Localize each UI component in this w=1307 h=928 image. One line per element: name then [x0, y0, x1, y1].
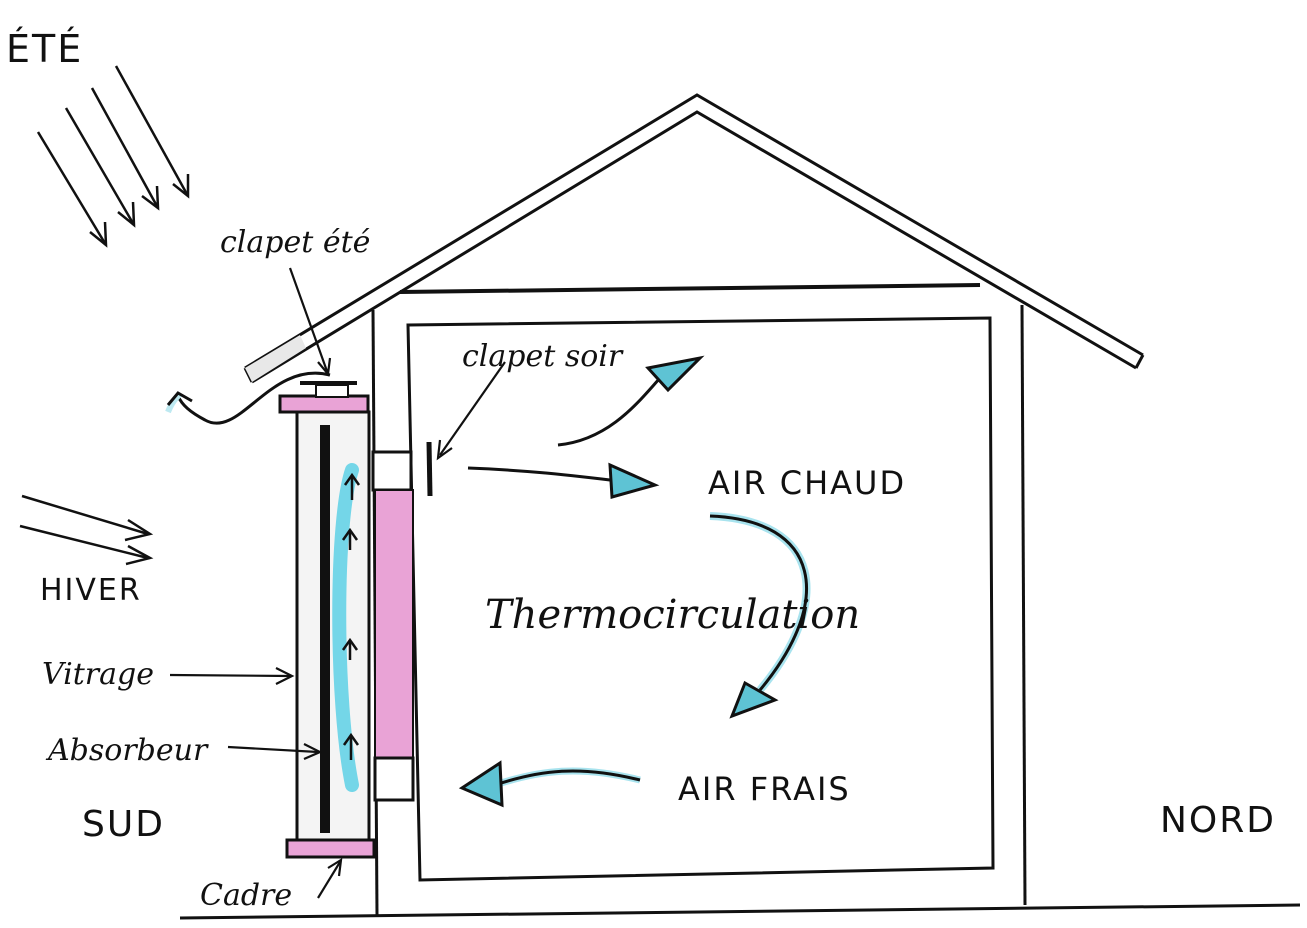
- summer-sun-rays: [36, 65, 190, 248]
- summer-exhaust-arrowhead: [166, 391, 193, 406]
- up-arrows: [341, 472, 361, 760]
- collector-top-cap: [278, 394, 370, 414]
- summer-exhaust-curve: [176, 371, 331, 425]
- label-clapet-soir: clapet soir: [462, 339, 624, 374]
- label-cadre: Cadre: [200, 878, 292, 913]
- pointer-arrows: [169, 267, 506, 899]
- roof-end-right: [1134, 354, 1145, 369]
- collector-top-vent: [315, 384, 349, 398]
- fresh-air-arrowhead: [458, 760, 504, 808]
- upper-wall-opening: [371, 450, 413, 492]
- label-vitrage: Vitrage: [42, 657, 154, 692]
- evening-arrowhead: [645, 355, 705, 393]
- warm-air-arrowhead: [608, 462, 660, 499]
- label-air-chaud: AIR CHAUD: [708, 464, 906, 502]
- collector-bottom-cap: [285, 838, 376, 859]
- warm-air-arrow-line: [467, 466, 611, 482]
- label-air-frais: AIR FRAIS: [678, 770, 851, 808]
- roof-outer: [244, 93, 1144, 370]
- absorber-plate: [320, 425, 330, 833]
- label-thermocirculation: Thermocirculation: [485, 592, 860, 638]
- label-sud: SUD: [82, 804, 165, 845]
- thermocirculation-curve: [709, 514, 808, 691]
- label-ete: ÉTÉ: [6, 27, 83, 71]
- airflow-channel: [332, 463, 359, 792]
- thermocirculation-arrowhead: [729, 680, 779, 719]
- lower-wall-opening: [373, 756, 415, 802]
- label-clapet-ete: clapet été: [220, 225, 370, 260]
- pink-insulation: [374, 489, 414, 759]
- label-nord: NORD: [1160, 800, 1276, 841]
- evening-arrow-line: [557, 376, 662, 447]
- label-absorbeur: Absorbeur: [45, 733, 209, 768]
- wall-north-outer: [1020, 304, 1027, 906]
- winter-sun-rays: [19, 494, 154, 566]
- ground-line: [179, 903, 1301, 920]
- ceiling-line: [399, 283, 981, 294]
- roof-eave-shade: [245, 335, 306, 382]
- label-hiver: HIVER: [40, 573, 142, 608]
- fresh-air-curve: [494, 769, 641, 787]
- clapet-soir-flap: [426, 441, 433, 497]
- room-inner: [406, 316, 995, 882]
